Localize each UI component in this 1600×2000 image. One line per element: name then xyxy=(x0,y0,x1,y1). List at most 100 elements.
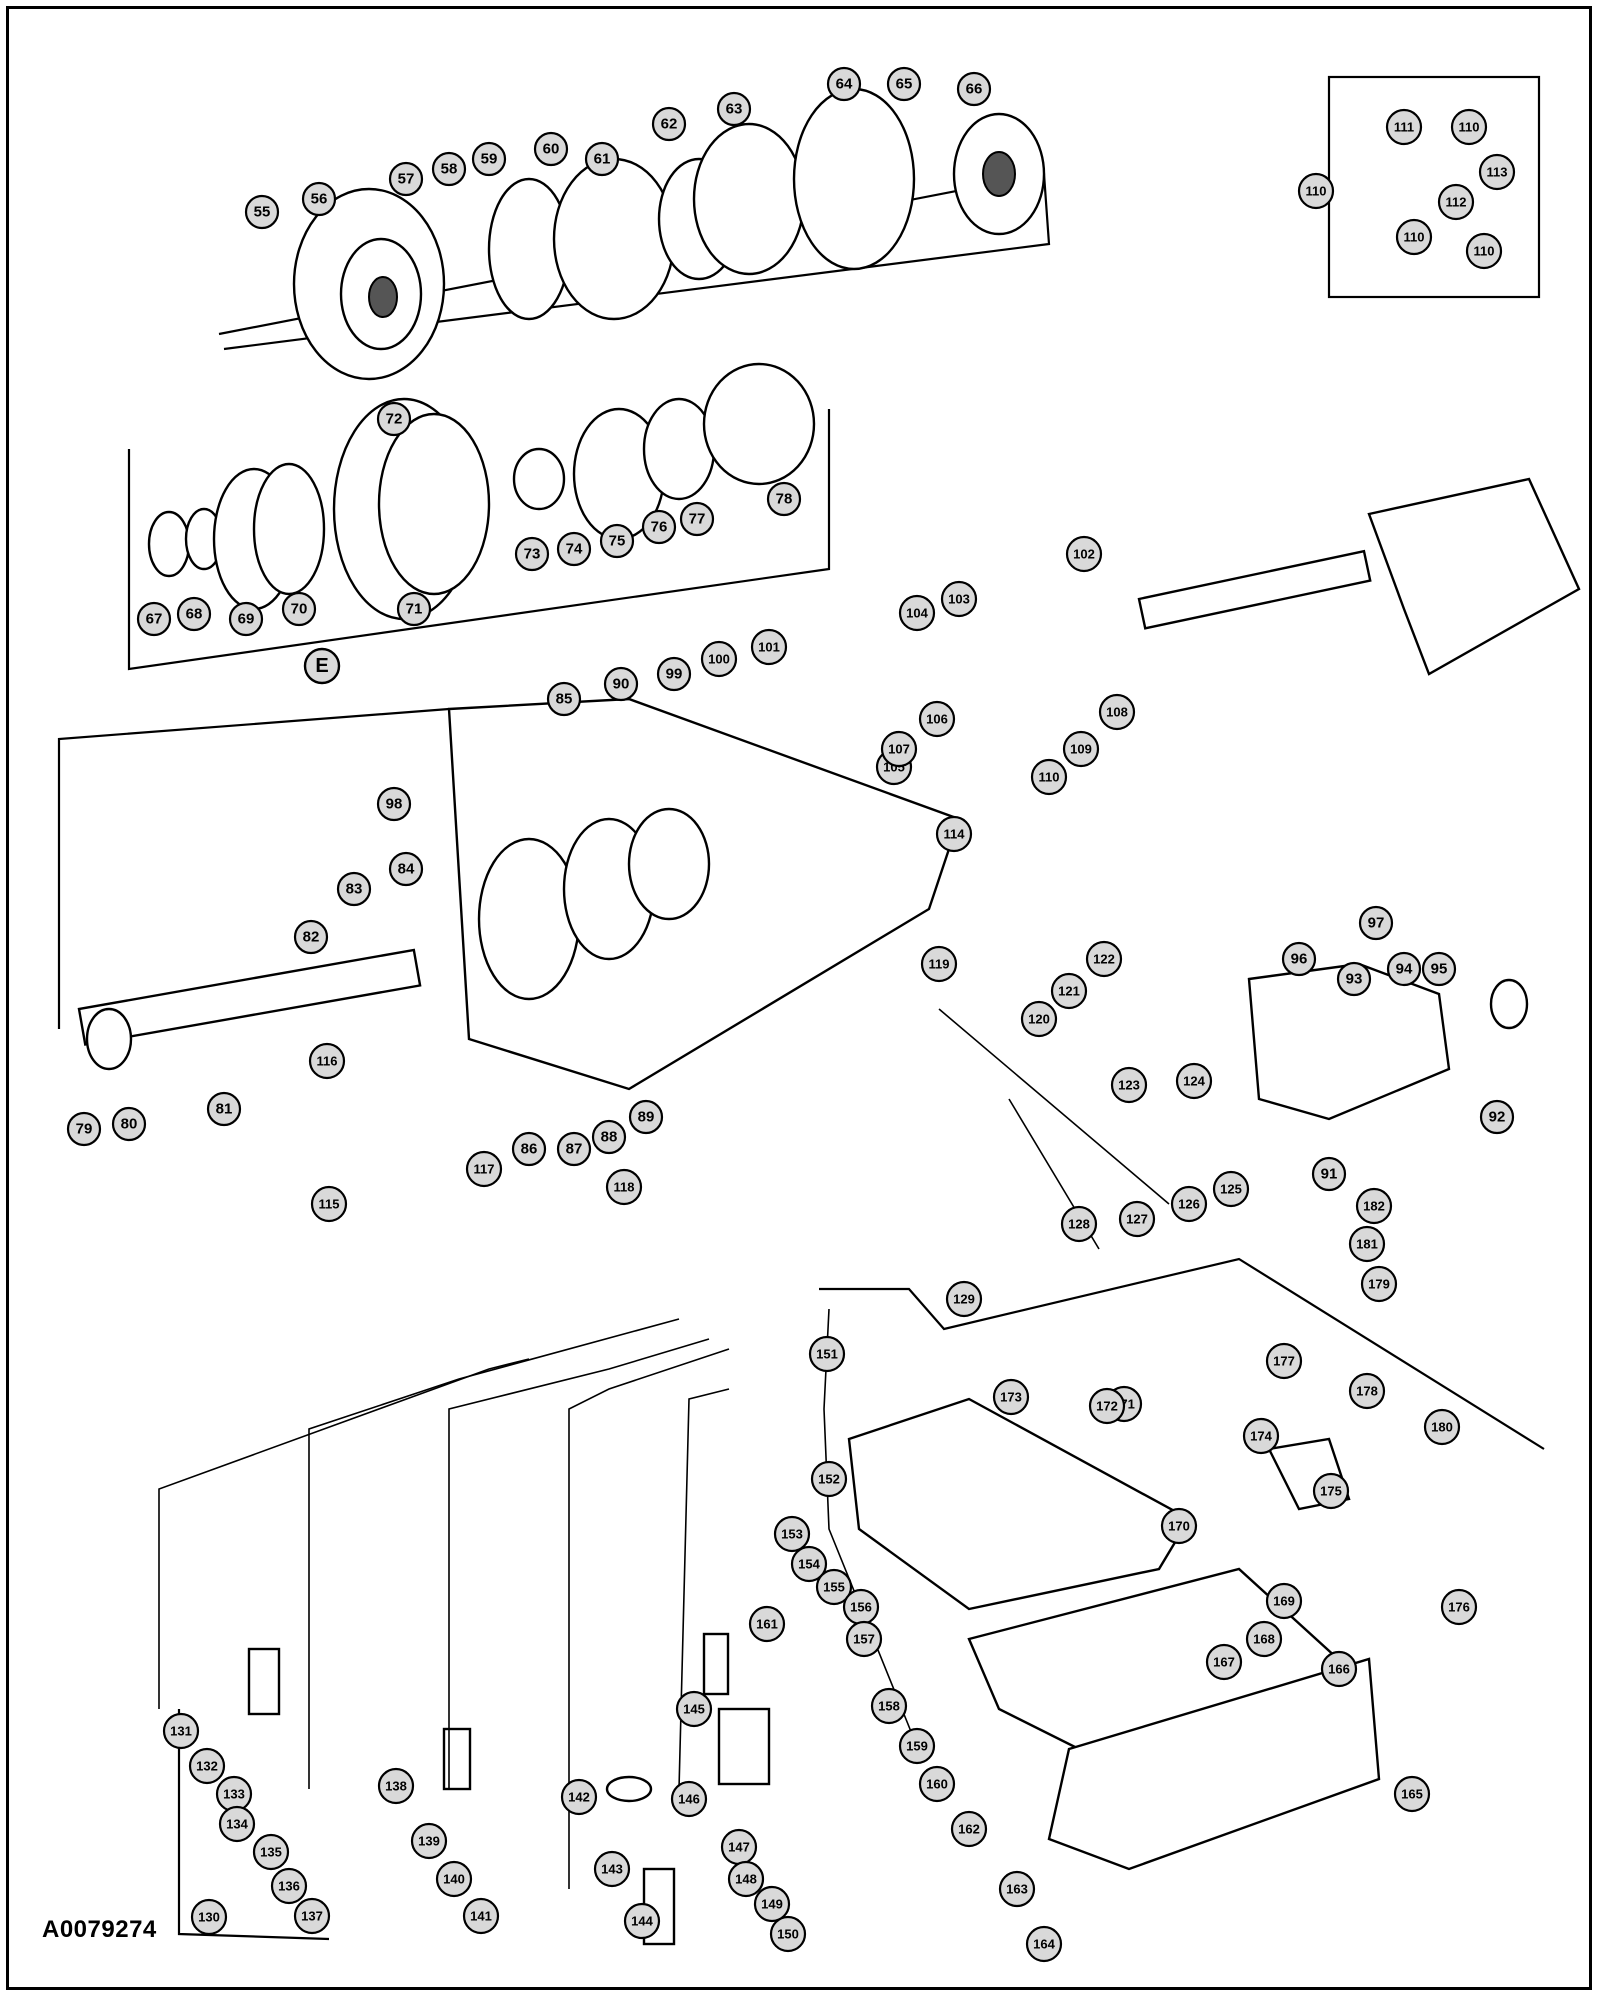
callout-153: 153 xyxy=(773,1515,811,1553)
callout-118: 118 xyxy=(605,1168,643,1206)
callout-circle xyxy=(1423,1408,1461,1446)
callout-number: 182 xyxy=(1363,1199,1385,1214)
callout-number: 86 xyxy=(521,1141,538,1158)
callout-151: 151 xyxy=(808,1335,846,1373)
callout-circle xyxy=(679,501,715,537)
callout-circle xyxy=(1060,1205,1098,1243)
callout-136: 136 xyxy=(270,1867,308,1905)
callout-number: 102 xyxy=(1073,547,1095,562)
callout-number: 142 xyxy=(568,1790,590,1805)
callout-circle xyxy=(546,681,582,717)
callout-117: 117 xyxy=(465,1150,503,1188)
callout-number: 126 xyxy=(1178,1197,1200,1212)
callout-number: 81 xyxy=(216,1101,233,1118)
callout-111: 111 xyxy=(1385,108,1423,146)
callout-circle xyxy=(388,851,424,887)
callout-number: 159 xyxy=(906,1739,928,1754)
callout-circle xyxy=(1088,1387,1126,1425)
callout-number: 155 xyxy=(823,1580,845,1595)
callout-number: 98 xyxy=(386,796,403,813)
callout-circle xyxy=(1245,1620,1283,1658)
callout-68: 68 xyxy=(176,596,212,632)
callout-circle xyxy=(1360,1265,1398,1303)
callout-99: 99 xyxy=(656,656,692,692)
callout-number: 140 xyxy=(443,1872,465,1887)
callout-circle xyxy=(603,666,639,702)
callout-82: 82 xyxy=(293,919,329,955)
callout-circle xyxy=(727,1860,765,1898)
callout-circle xyxy=(808,1335,846,1373)
callout-number: 79 xyxy=(76,1121,93,1138)
callout-number: 96 xyxy=(1291,951,1308,968)
callout-circle xyxy=(992,1378,1030,1416)
callout-103: 103 xyxy=(940,580,978,618)
callout-circle xyxy=(1085,940,1123,978)
callout-113: 113 xyxy=(1478,153,1516,191)
callout-circle xyxy=(410,1822,448,1860)
callout-178: 178 xyxy=(1348,1372,1386,1410)
callout-circle xyxy=(716,91,752,127)
callout-94: 94 xyxy=(1386,951,1422,987)
callout-circle xyxy=(218,1805,256,1843)
callout-number: 74 xyxy=(566,541,583,558)
callout-circle xyxy=(206,1091,242,1127)
callout-circle xyxy=(176,596,212,632)
callout-number: 110 xyxy=(1404,230,1425,245)
callout-circle xyxy=(940,580,978,618)
callout-number: 181 xyxy=(1356,1237,1378,1252)
callout-circle xyxy=(1160,1507,1198,1545)
callout-number: 63 xyxy=(726,101,743,118)
callout-circle xyxy=(1336,961,1372,997)
callout-circle xyxy=(136,601,172,637)
callout-number: 137 xyxy=(301,1909,323,1924)
callout-circle xyxy=(560,1778,598,1816)
callout-173: 173 xyxy=(992,1378,1030,1416)
callout-170: 170 xyxy=(1160,1507,1198,1545)
callout-circle xyxy=(1265,1582,1303,1620)
callout-137: 137 xyxy=(293,1897,331,1935)
callout-106: 106 xyxy=(918,700,956,738)
callout-123: 123 xyxy=(1110,1066,1148,1104)
callout-159: 159 xyxy=(898,1727,936,1765)
callout-number: 66 xyxy=(966,81,983,98)
callout-circle xyxy=(162,1712,200,1750)
callout-number: 61 xyxy=(594,151,611,168)
callout-78: 78 xyxy=(766,481,802,517)
callout-121: 121 xyxy=(1050,972,1088,1010)
callout-122: 122 xyxy=(1085,940,1123,978)
callout-circle xyxy=(308,1042,346,1080)
callout-number: 75 xyxy=(609,533,626,550)
callout-circle xyxy=(956,71,992,107)
callout-57: 57 xyxy=(388,161,424,197)
callout-88: 88 xyxy=(591,1119,627,1155)
callout-circle xyxy=(920,945,958,983)
callout-number: 119 xyxy=(929,957,950,972)
callout-number: 167 xyxy=(1213,1655,1235,1670)
callout-number: 69 xyxy=(238,611,255,628)
callout-number: 133 xyxy=(223,1787,245,1802)
callout-circle xyxy=(599,523,635,559)
callout-66: 66 xyxy=(956,71,992,107)
callout-102: 102 xyxy=(1065,535,1103,573)
callout-number: 93 xyxy=(1346,971,1363,988)
callout-number: 149 xyxy=(761,1897,783,1912)
callout-number: 141 xyxy=(470,1909,492,1924)
transmission-case xyxy=(77,697,961,1091)
callout-number: 153 xyxy=(781,1527,803,1542)
callout-172: 172 xyxy=(1088,1387,1126,1425)
callout-circle xyxy=(1212,1170,1250,1208)
callout-circle xyxy=(556,1131,592,1167)
callout-126: 126 xyxy=(1170,1185,1208,1223)
callout-circle xyxy=(1320,1650,1358,1688)
callout-circle xyxy=(628,1099,664,1135)
callout-number: 131 xyxy=(170,1724,192,1739)
callout-number: 110 xyxy=(1306,184,1327,199)
callout-number: 162 xyxy=(958,1822,980,1837)
callout-112: 112 xyxy=(1437,183,1475,221)
callout-circle xyxy=(1242,1417,1280,1455)
callout-circle xyxy=(376,401,412,437)
callout-84: 84 xyxy=(388,851,424,887)
callout-number: 92 xyxy=(1489,1109,1506,1126)
callout-162: 162 xyxy=(950,1810,988,1848)
